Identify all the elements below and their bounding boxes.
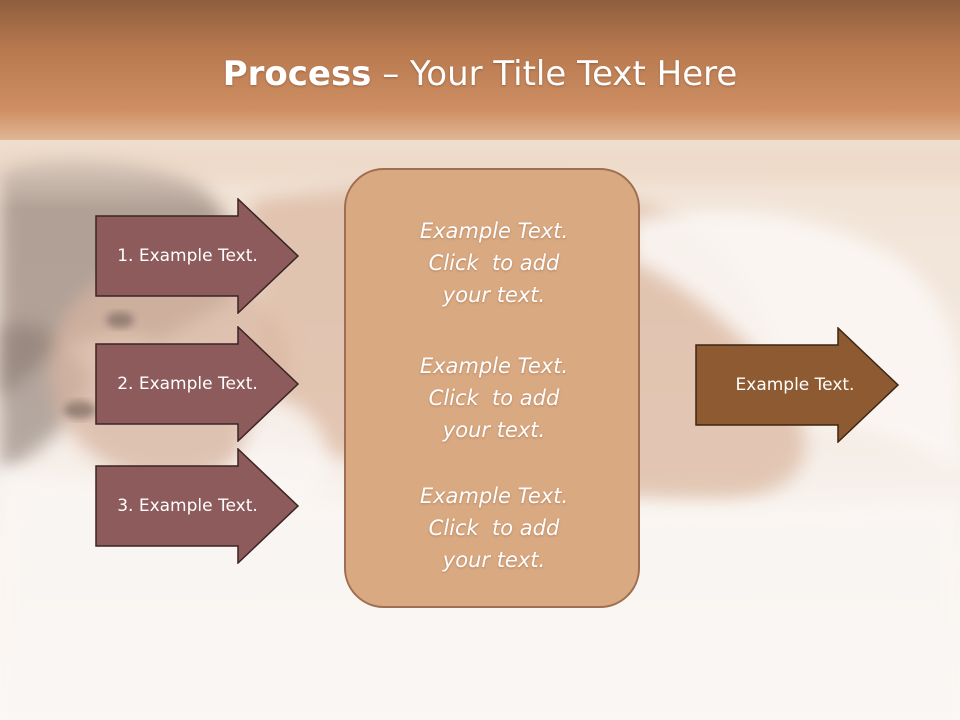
left-arrow-1-label: 1. Example Text. — [117, 246, 258, 266]
center-text-box[interactable]: Example Text. Click to add your text. Ex… — [344, 168, 640, 608]
left-arrow-2[interactable]: 2. Example Text. — [95, 326, 300, 442]
center-block-1-line2: Click to add — [428, 251, 560, 275]
center-block-3: Example Text. Click to add your text. — [346, 480, 642, 576]
arrow-right-icon — [695, 327, 900, 443]
center-block-1-line1: Example Text. — [419, 219, 569, 243]
arrow-right-icon — [95, 326, 300, 442]
center-block-1: Example Text. Click to add your text. — [346, 215, 642, 311]
slide-title[interactable]: Process – Your Title Text Here — [0, 52, 960, 96]
left-arrow-3[interactable]: 3. Example Text. — [95, 448, 300, 564]
center-block-3-line2: Click to add — [428, 516, 560, 540]
arrow-right-icon — [95, 448, 300, 564]
center-block-3-line1: Example Text. — [419, 484, 569, 508]
right-arrow-label: Example Text. — [735, 375, 855, 395]
left-arrow-2-label: 2. Example Text. — [117, 374, 258, 394]
left-arrow-1[interactable]: 1. Example Text. — [95, 198, 300, 314]
center-block-3-line3: your text. — [442, 548, 546, 572]
title-rest: – Your Title Text Here — [371, 54, 738, 94]
arrow-right-icon — [95, 198, 300, 314]
right-arrow[interactable]: Example Text. — [695, 327, 900, 443]
center-block-2: Example Text. Click to add your text. — [346, 350, 642, 446]
title-bold: Process — [222, 54, 372, 94]
center-block-2-line2: Click to add — [428, 386, 560, 410]
center-block-1-line3: your text. — [442, 283, 546, 307]
center-block-2-line3: your text. — [442, 418, 546, 442]
left-arrow-3-label: 3. Example Text. — [117, 496, 258, 516]
center-block-2-line1: Example Text. — [419, 354, 569, 378]
